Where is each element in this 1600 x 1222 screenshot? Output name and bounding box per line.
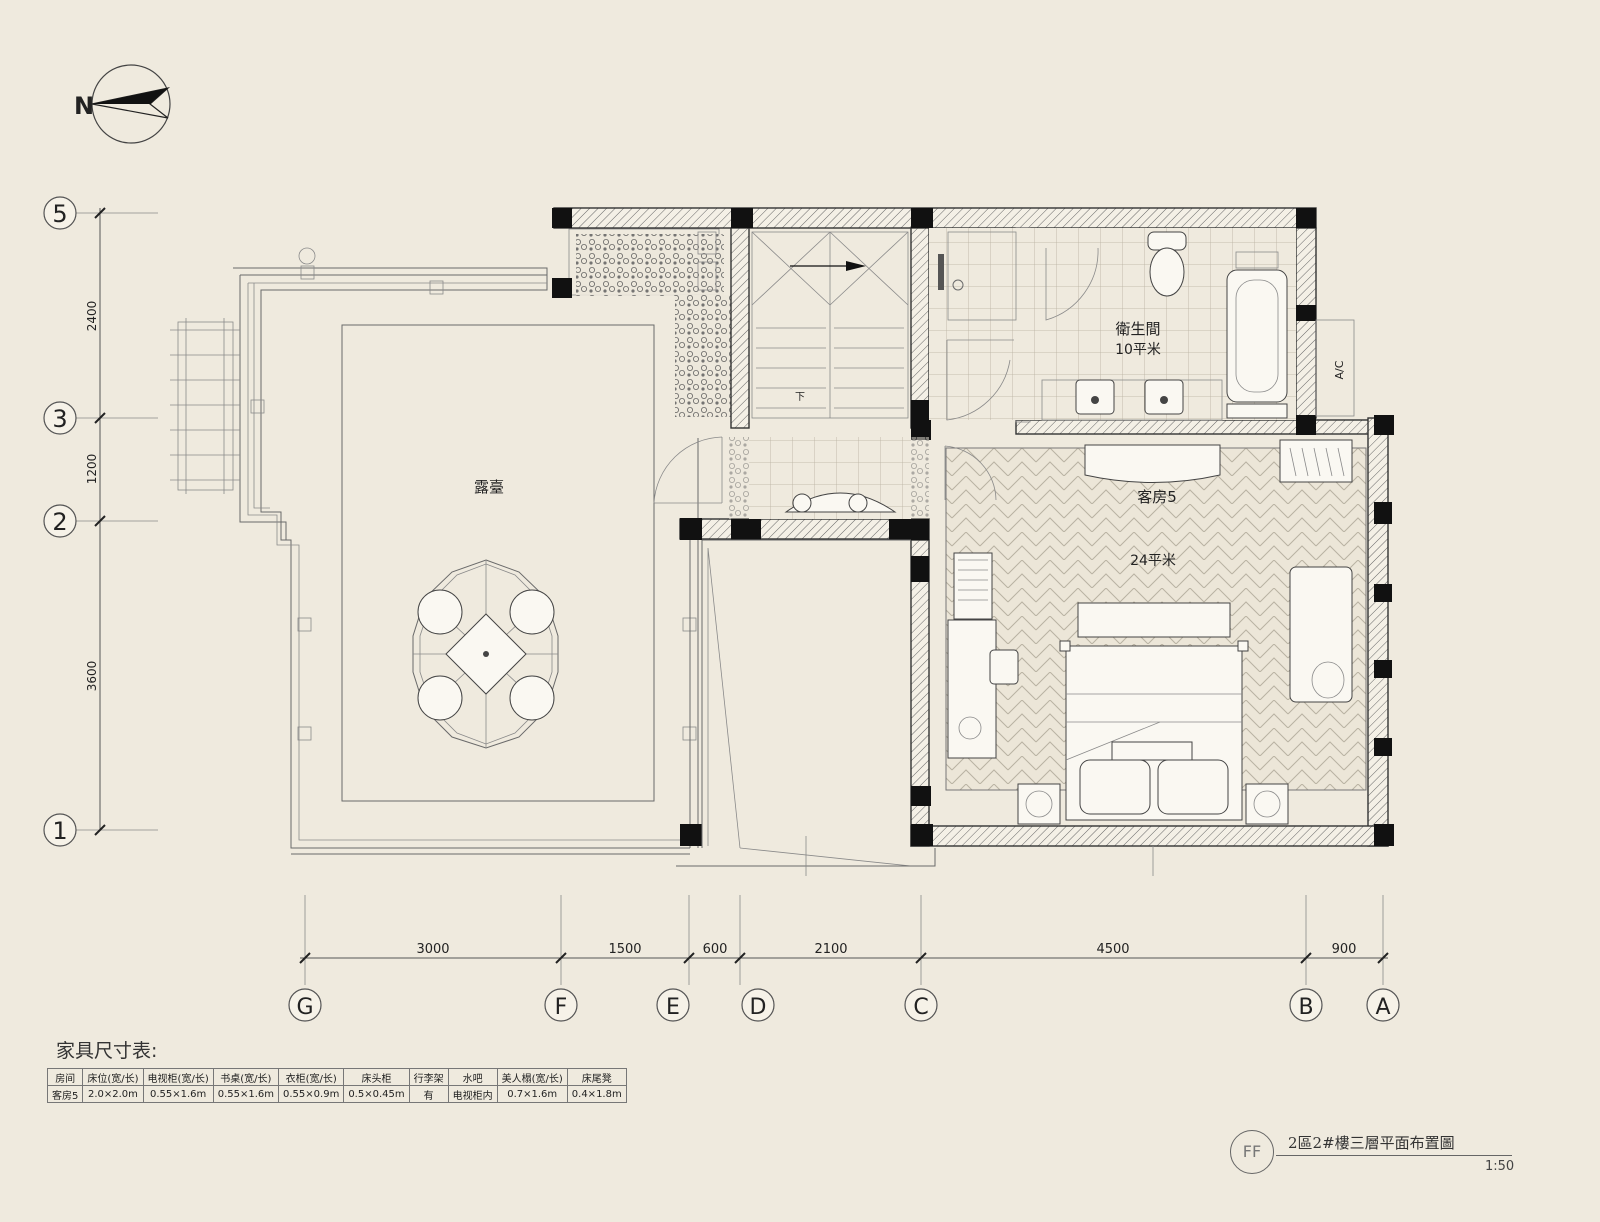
header-cell-room: 房间 — [46, 1068, 84, 1086]
stair-arrow-icon — [846, 261, 866, 271]
header-cell-wardrobe: 衣柜(宽/长) — [278, 1068, 345, 1086]
patio-umbrella-set — [412, 559, 559, 749]
north-label: N — [74, 92, 94, 120]
axis-bubble-3 — [43, 401, 77, 435]
cell-room: 客房5 — [46, 1085, 84, 1103]
bedroom-area: 24平米 — [1130, 553, 1176, 569]
axis-bubble-e — [656, 988, 690, 1022]
header-cell-luggage-rack: 行李架 — [408, 1068, 449, 1086]
col-dim-c-b: 4500 — [1096, 942, 1129, 957]
furniture-table: 房间 床位(宽/长) 电视柜(宽/长) 书桌(宽/长) 衣柜(宽/长) 床头柜 … — [46, 1068, 627, 1103]
bathroom: 衛生間 10平米 A/C — [929, 228, 1355, 421]
axis-label-a: A — [1375, 995, 1390, 1020]
axis-bubble-a — [1366, 988, 1400, 1022]
row-dim-2-1: 3600 — [85, 661, 99, 692]
cell-minibar: 电视柜内 — [447, 1085, 498, 1103]
header-cell-bench: 床尾凳 — [566, 1068, 627, 1086]
axis-bubble-b — [1289, 988, 1323, 1022]
cell-wardrobe: 0.55×0.9m — [278, 1085, 345, 1103]
axis-bubble-f — [544, 988, 578, 1022]
axis-bubble-g — [288, 988, 322, 1022]
header-cell-minibar: 水吧 — [447, 1068, 498, 1086]
axis-label-1: 1 — [52, 817, 67, 845]
axis-label-2: 2 — [52, 508, 67, 536]
axis-bubble-1 — [43, 813, 77, 847]
structural-columns — [552, 208, 1394, 846]
axis-bubble-5 — [43, 196, 77, 230]
axis-label-g: G — [296, 995, 313, 1020]
furniture-table-row: 客房5 2.0×2.0m 0.55×1.6m 0.55×1.6m 0.55×0.… — [46, 1085, 627, 1103]
title-block: FF 2區2#樓三層平面布置圖 1:50 — [1230, 1130, 1514, 1190]
axis-label-f: F — [555, 995, 568, 1020]
cell-desk: 0.55×1.6m — [212, 1085, 280, 1103]
column-dimension-chain: 3000 1500 600 2100 4500 900 G F E D C B … — [288, 895, 1400, 1022]
cell-tv-cabinet: 0.55×1.6m — [142, 1085, 214, 1103]
furniture-table-header: 房间 床位(宽/长) 电视柜(宽/长) 书桌(宽/长) 衣柜(宽/长) 床头柜 … — [46, 1068, 627, 1086]
furniture-table-title: 家具尺寸表: — [56, 1040, 158, 1062]
lower-balcony — [676, 539, 1154, 876]
bedroom-label: 客房5 — [1137, 488, 1177, 506]
col-dim-d-c: 2100 — [814, 942, 847, 957]
cell-chaise: 0.7×1.6m — [496, 1085, 568, 1103]
title-underline — [1276, 1155, 1512, 1156]
ac-label: A/C — [1333, 360, 1346, 379]
col-dim-f-e: 1500 — [608, 942, 641, 957]
axis-label-e: E — [666, 995, 680, 1020]
planter — [568, 228, 731, 417]
terrace-label: 露臺 — [474, 478, 504, 496]
cell-nightstand: 0.5×0.45m — [343, 1085, 410, 1103]
staircase: 下 — [751, 231, 909, 419]
axis-label-3: 3 — [52, 405, 67, 433]
drawing-title: 2區2#樓三層平面布置圖 — [1288, 1134, 1455, 1152]
trellis — [170, 318, 240, 494]
row-dim-3-2: 1200 — [85, 454, 99, 485]
cell-luggage-rack: 有 — [408, 1085, 449, 1103]
corridor — [729, 437, 929, 519]
header-cell-chaise: 美人榻(宽/长) — [496, 1068, 568, 1086]
axis-bubble-d — [741, 988, 775, 1022]
drawing-scale: 1:50 — [1485, 1159, 1515, 1174]
axis-label-d: D — [750, 995, 767, 1020]
header-cell-nightstand: 床头柜 — [343, 1068, 410, 1086]
row-dim-5-3: 2400 — [85, 301, 99, 332]
col-dim-g-f: 3000 — [416, 942, 449, 957]
guest-bedroom: 客房5 24平米 — [944, 439, 1367, 825]
axis-bubble-2 — [43, 504, 77, 538]
cell-bench: 0.4×1.8m — [566, 1085, 627, 1103]
col-dim-b-a: 900 — [1332, 942, 1357, 957]
col-dim-e-d: 600 — [703, 942, 728, 957]
header-cell-desk: 书桌(宽/长) — [212, 1068, 280, 1086]
terrace: 露臺 — [170, 247, 723, 855]
stair-down-label: 下 — [795, 392, 805, 403]
axis-label-5: 5 — [52, 200, 67, 228]
drawing-code-bubble: FF — [1230, 1130, 1274, 1174]
north-arrow-icon: N — [74, 64, 171, 144]
bathroom-label: 衛生間 — [1115, 320, 1160, 338]
axis-label-c: C — [913, 995, 928, 1020]
row-dimension-chain: 2400 1200 3600 5 3 2 1 — [43, 196, 158, 847]
axis-bubble-c — [904, 988, 938, 1022]
axis-label-b: B — [1298, 995, 1313, 1020]
header-cell-tv-cabinet: 电视柜(宽/长) — [142, 1068, 214, 1086]
cell-bed: 2.0×2.0m — [82, 1085, 144, 1103]
header-cell-bed: 床位(宽/长) — [82, 1068, 144, 1086]
bathroom-area: 10平米 — [1115, 342, 1161, 358]
